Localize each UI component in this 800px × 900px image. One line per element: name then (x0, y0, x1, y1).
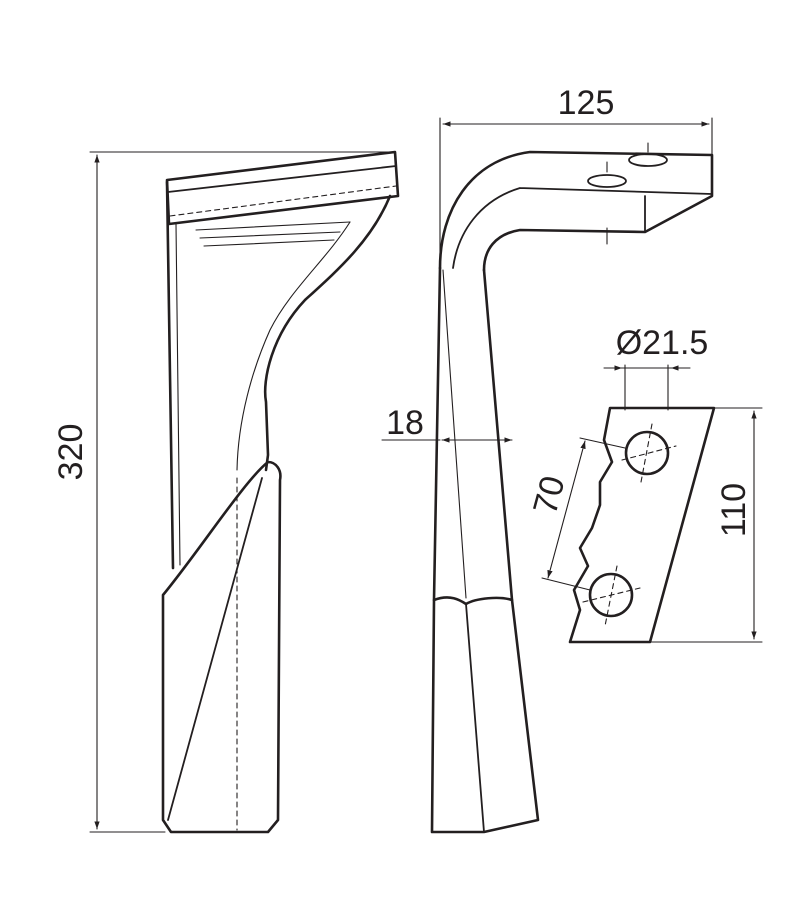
surface-line-1 (195, 221, 351, 231)
dimension-125: 125 (439, 84, 713, 263)
blade-left-inner-edge (175, 223, 181, 566)
flange-hidden-line (169, 185, 397, 217)
extension-line-70-bottom (541, 577, 591, 591)
shank-tip-outline (430, 596, 540, 834)
shank-right-edge (482, 268, 514, 602)
dimension-110: 110 (649, 407, 763, 643)
hole-detail-view: Ø21.5 70 110 (526, 324, 763, 644)
front-flange (165, 150, 400, 226)
front-blade-body (161, 180, 392, 834)
shank-inner-line (442, 269, 467, 599)
dimension-line-70 (547, 440, 586, 579)
side-shank: 18 (381, 266, 540, 834)
dimension-label-110: 110 (715, 483, 753, 537)
flange-edge (167, 165, 397, 193)
extension-line-70-top (579, 437, 626, 449)
detail-hole-upper (624, 430, 670, 476)
break-line (579, 439, 613, 567)
dimension-320: 320 (52, 151, 396, 833)
detail-plate (568, 406, 716, 644)
dimension-70: 70 (526, 437, 626, 591)
blade-inner-curve (236, 221, 351, 471)
hole-upper-centerline-v (640, 423, 653, 483)
front-view: 320 (52, 150, 400, 834)
hole-lower-centerline-v (604, 565, 618, 627)
plate-hole-lower (587, 174, 627, 188)
dimension-label-diameter: Ø21.5 (616, 324, 709, 362)
detail-hole-lower (588, 572, 634, 618)
hole-upper-centerline-h (621, 445, 677, 461)
blade-diagonal-edge (167, 477, 263, 821)
blade-left-edge (165, 180, 175, 570)
side-mounting-plate (438, 142, 714, 272)
shank-left-edge (432, 266, 442, 602)
dimension-label-18: 18 (386, 404, 424, 442)
dimension-label-320: 320 (52, 424, 90, 481)
side-view: 125 18 (381, 84, 714, 834)
shank-tip-ridge (465, 603, 485, 833)
blade-right-curve (263, 194, 392, 472)
dimension-label-125: 125 (558, 84, 615, 122)
detail-plate-outline (568, 406, 716, 644)
blade-lower-shank (161, 460, 282, 834)
dimension-diameter: Ø21.5 (603, 324, 709, 411)
plate-bend-outline (438, 150, 714, 272)
surface-line-3 (203, 239, 335, 247)
surface-line-2 (199, 231, 341, 239)
plate-hole-upper (628, 153, 668, 167)
plate-inner-edges (452, 187, 713, 269)
